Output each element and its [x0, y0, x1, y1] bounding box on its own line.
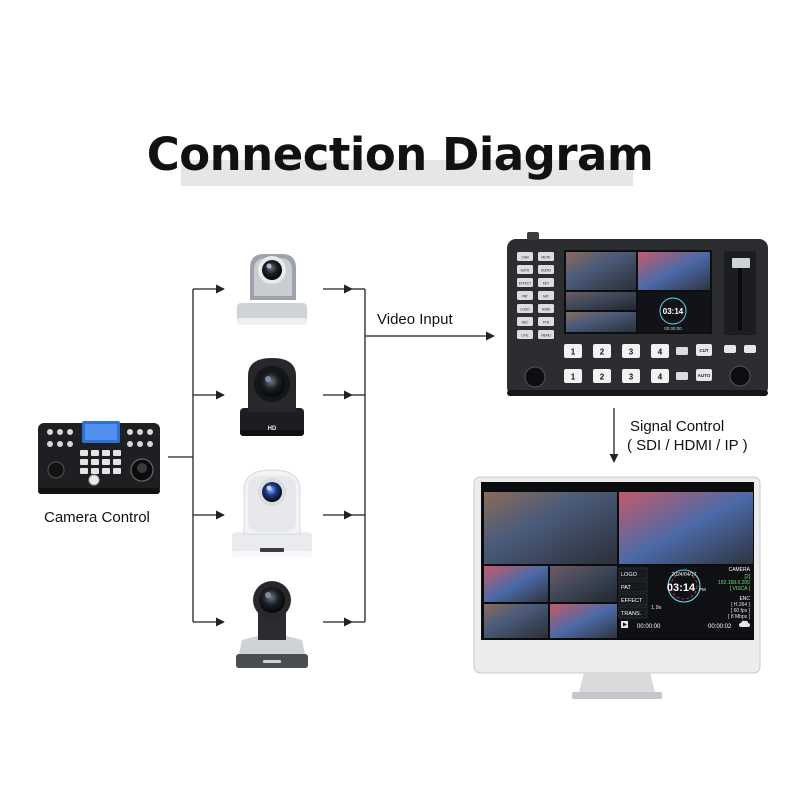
- enc-bitrate: [ 8 Mbps ]: [728, 614, 751, 620]
- monitor-clock: 03:14: [667, 582, 696, 594]
- switcher-button-label: AUTO: [521, 268, 530, 272]
- cloud-icon: [739, 620, 750, 627]
- monitor-menu-label: EFFECT: [621, 598, 643, 604]
- trans-time: 1.9s: [651, 605, 662, 611]
- right-knob: [729, 365, 751, 387]
- cut-key: CUT: [699, 348, 708, 353]
- switcher-button-label: CAM: [521, 255, 528, 259]
- ptz-camera-white: [232, 469, 312, 558]
- switcher-button: [538, 330, 554, 339]
- switcher-button-label: FTB: [543, 320, 549, 324]
- number-key-label: 1: [571, 373, 576, 382]
- switcher-button: [517, 330, 533, 339]
- switcher-button: [517, 278, 533, 287]
- number-key-label: 4: [658, 348, 663, 357]
- switcher-button: [517, 291, 533, 300]
- pgm-func-key: [676, 347, 688, 355]
- ptz-camera-compact: [236, 581, 308, 668]
- video-input-label: Video Input: [377, 311, 453, 328]
- switcher-button-label: EFFECT: [519, 281, 531, 285]
- switcher-button-label: MUTE: [541, 255, 550, 259]
- switcher-screen-time: 03:14: [663, 307, 684, 316]
- switcher-button-label: REC: [522, 320, 529, 324]
- switcher-button: [538, 304, 554, 313]
- video-wiring: [323, 284, 619, 627]
- number-key: [564, 344, 582, 358]
- switcher-left-buttons: CAM MUTE AUTO AUDIO EFFECT KEY PAT MIC LOGO HDMI R…: [517, 252, 554, 339]
- switcher-button: [517, 317, 533, 326]
- number-key-label: 3: [629, 373, 634, 382]
- switcher-button-label: AUDIO: [541, 268, 552, 272]
- enc-label: ENC: [739, 596, 750, 602]
- pgm-key-row: 1 2 3 4: [564, 344, 688, 358]
- switcher-button: [517, 252, 533, 261]
- live-time: 00:00:02: [708, 624, 732, 630]
- ptz-camera-black: HD: [240, 358, 304, 436]
- rec-time: 00:00:00: [637, 624, 661, 630]
- switcher-button: [538, 252, 554, 261]
- camera-control-label: Camera Control: [44, 509, 150, 526]
- signal-control-label: Signal Control: [630, 418, 725, 435]
- pvw-func-key: [676, 372, 688, 380]
- monitor-menu-label: TRANS.: [621, 611, 642, 617]
- camera-label: CAMERA: [729, 567, 751, 573]
- switcher-button-label: MIC: [543, 294, 550, 298]
- zoom-dial: [47, 461, 65, 479]
- switcher-button: [517, 304, 533, 313]
- camera-protocol: [ VISCA ]: [730, 586, 751, 592]
- switcher-button-label: HDMI: [542, 307, 550, 311]
- video-switcher: CAM MUTE AUTO AUDIO EFFECT KEY PAT MIC LOGO HDMI R…: [507, 232, 768, 396]
- camera-value: [2]: [744, 574, 750, 580]
- monitor-menu-item: [618, 580, 648, 593]
- switcher-button-label: MENU: [541, 333, 551, 337]
- number-key-label: 2: [600, 348, 605, 357]
- left-knob: [524, 366, 546, 388]
- number-key: [593, 344, 611, 358]
- monitor-menu-label: LOGO: [621, 572, 638, 578]
- number-key: [622, 344, 640, 358]
- number-key: [622, 369, 640, 383]
- hd-badge: HD: [268, 426, 277, 432]
- switcher-button: [538, 317, 554, 326]
- enc-fps: [ 60 fps ]: [731, 608, 751, 614]
- monitor-menu-item: [618, 606, 648, 619]
- number-key-label: 2: [600, 373, 605, 382]
- page-title: Connection Diagram: [146, 128, 654, 181]
- number-key: [593, 369, 611, 383]
- switcher-button: [538, 278, 554, 287]
- number-key: [651, 344, 669, 358]
- t-bar-handle: [732, 258, 750, 268]
- monitor-date: 2024/04/17: [671, 572, 696, 578]
- monitor-menu: LOGO PAT EFFECT TRANS.: [618, 567, 648, 619]
- switcher-screen-counter: 00:00:00: [664, 326, 682, 331]
- number-key-label: 3: [629, 348, 634, 357]
- switcher-button: [538, 265, 554, 274]
- number-key-label: 1: [571, 348, 576, 357]
- switcher-button-label: PAT: [522, 294, 528, 298]
- camera-ip: 192.168.0.200: [718, 580, 750, 586]
- signal-protocols-label: ( SDI / HDMI / IP ): [627, 437, 748, 454]
- number-key: [564, 369, 582, 383]
- monitor-menu-item: [618, 567, 648, 580]
- switcher-button: [538, 291, 554, 300]
- monitor: LOGO PAT EFFECT TRANS. 1.9s 2024/04/17 03:1…: [473, 476, 761, 699]
- ptz-camera-silver: [237, 254, 307, 325]
- number-key: [651, 369, 669, 383]
- number-key-label: 4: [658, 373, 663, 382]
- title-highlight-band: [181, 160, 633, 186]
- switcher-button-label: LIVE: [522, 333, 529, 337]
- pvw-key-row: 1 2 3 4: [564, 369, 688, 383]
- auto-key: AUTO: [698, 373, 711, 378]
- control-wiring: [168, 284, 225, 627]
- monitor-clock-suffix: PM: [699, 587, 706, 592]
- switcher-button-label: LOGO: [520, 307, 530, 311]
- monitor-menu-item: [618, 593, 648, 606]
- monitor-menu-label: PAT: [621, 585, 632, 591]
- switcher-button: [517, 265, 533, 274]
- enc-codec: [ H.264 ]: [731, 602, 751, 608]
- camera-control-keyboard: [38, 421, 160, 494]
- switcher-button-label: KEY: [543, 281, 550, 285]
